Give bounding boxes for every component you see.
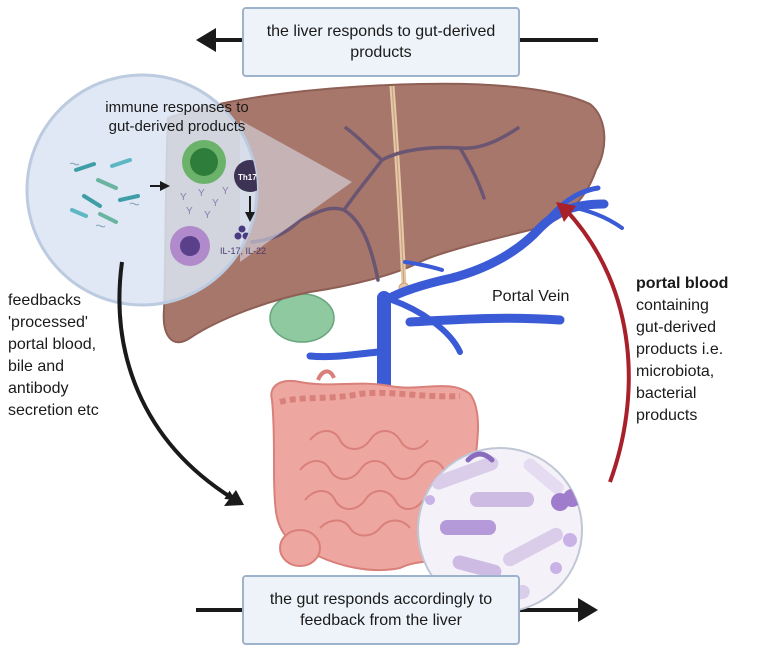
feedback-arrow (117, 261, 236, 501)
svg-text:Y: Y (222, 186, 229, 197)
gut-response-text: the gut responds accordingly to feedback… (269, 591, 493, 629)
cytokine-label: IL-17, IL-22 (220, 246, 267, 256)
feedback-label: feedbacks 'processed' portal blood, bile… (8, 292, 99, 419)
immune-inset-title: immune responses to gut-derived products (105, 99, 249, 135)
svg-text:Y: Y (186, 206, 193, 217)
bottom-arrow (196, 598, 598, 622)
portal-blood-arrow (564, 208, 631, 483)
liver-response-text: the liver responds to gut-derived produc… (266, 23, 496, 61)
portal-blood-description: containing gut-derived products i.e. mic… (636, 297, 724, 424)
liver-response-box: the liver responds to gut-derived produc… (242, 7, 520, 77)
svg-text:Y: Y (212, 198, 219, 209)
gut-response-box: the gut responds accordingly to feedback… (242, 575, 520, 645)
top-arrow (196, 28, 598, 52)
svg-text:Y: Y (180, 192, 187, 203)
th17-cell-label: Th17 (238, 173, 257, 182)
portal-blood-title: portal blood (636, 275, 729, 292)
svg-text:Y: Y (204, 210, 211, 221)
portal-vein-label: Portal Vein (492, 288, 570, 305)
portal-vein (306, 185, 624, 435)
gallbladder (269, 293, 335, 343)
svg-text:Y: Y (198, 188, 205, 199)
